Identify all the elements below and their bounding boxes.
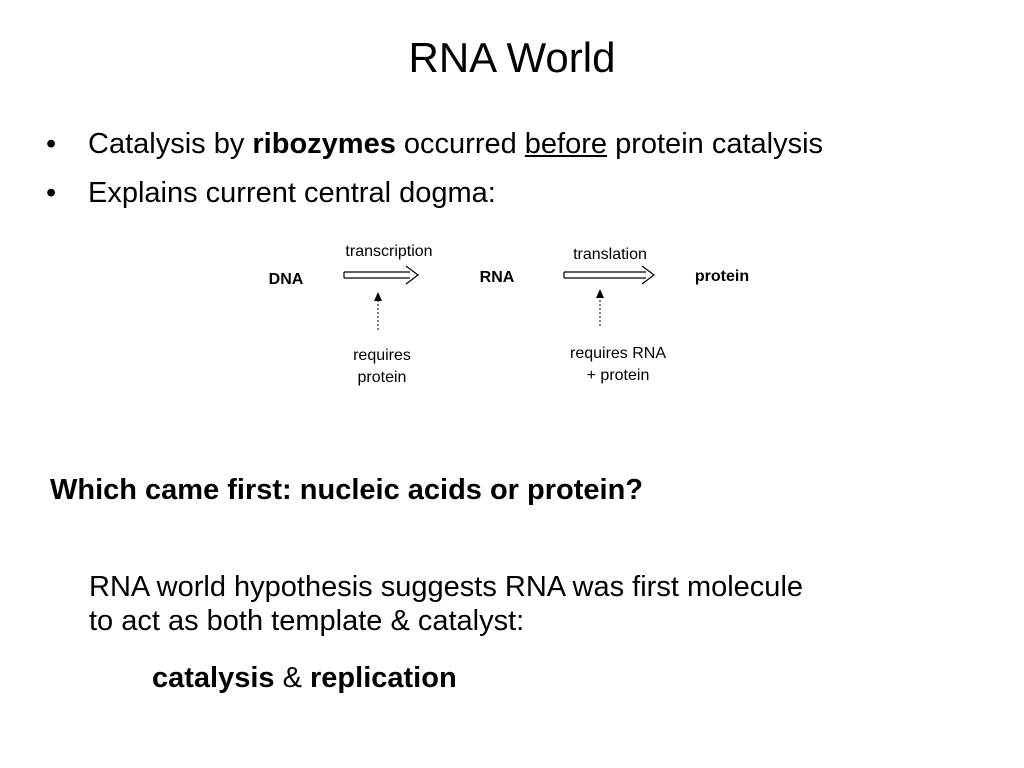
translation-label: translation bbox=[573, 246, 647, 263]
requirement-arrow-1 bbox=[374, 292, 382, 330]
requires-rna-protein-line2: + protein bbox=[587, 367, 650, 384]
bullet-text-ribozymes: ribozymes bbox=[252, 128, 396, 160]
central-dogma-diagram: DNA RNA protein transcription translatio… bbox=[269, 243, 749, 386]
bullet-text-suffix: protein catalysis bbox=[607, 128, 824, 160]
bullet-text-middle: occurred bbox=[395, 128, 525, 160]
bullet-ribozymes: •Catalysis by ribozymes occurred before … bbox=[46, 126, 823, 162]
protein-label: protein bbox=[695, 268, 749, 285]
transcription-label: transcription bbox=[345, 243, 432, 260]
question-heading: Which came first: nucleic acids or prote… bbox=[50, 474, 644, 506]
bullet-text-prefix: Catalysis by bbox=[88, 128, 253, 160]
dna-label: DNA bbox=[269, 271, 304, 288]
ampersand-text: & bbox=[274, 662, 311, 694]
slide-title: RNA World bbox=[408, 34, 616, 81]
translation-arrow bbox=[563, 265, 655, 285]
transcription-arrow bbox=[343, 265, 419, 285]
bullet-text: Explains current central dogma: bbox=[88, 177, 496, 209]
rna-label: RNA bbox=[480, 269, 515, 286]
hypothesis-paragraph: RNA world hypothesis suggests RNA was fi… bbox=[89, 570, 969, 638]
bullet-dot: • bbox=[46, 128, 57, 160]
requires-protein-line2: protein bbox=[358, 369, 407, 386]
hypothesis-line-2: to act as both template & catalyst: bbox=[89, 605, 525, 637]
catalysis-text: catalysis bbox=[152, 662, 275, 694]
bullet-central-dogma: • Explains current central dogma: bbox=[46, 175, 496, 211]
bullet-text-before: before bbox=[524, 128, 608, 160]
requires-rna-protein-line1: requires RNA bbox=[570, 345, 666, 362]
catalysis-replication-line: catalysis & replication bbox=[152, 660, 457, 696]
hypothesis-line-1: RNA world hypothesis suggests RNA was fi… bbox=[89, 571, 804, 603]
bullet-dot: • bbox=[46, 177, 57, 209]
requirement-arrow-2 bbox=[596, 289, 604, 326]
requires-protein-line1: requires bbox=[353, 347, 411, 364]
replication-text: replication bbox=[310, 662, 457, 694]
